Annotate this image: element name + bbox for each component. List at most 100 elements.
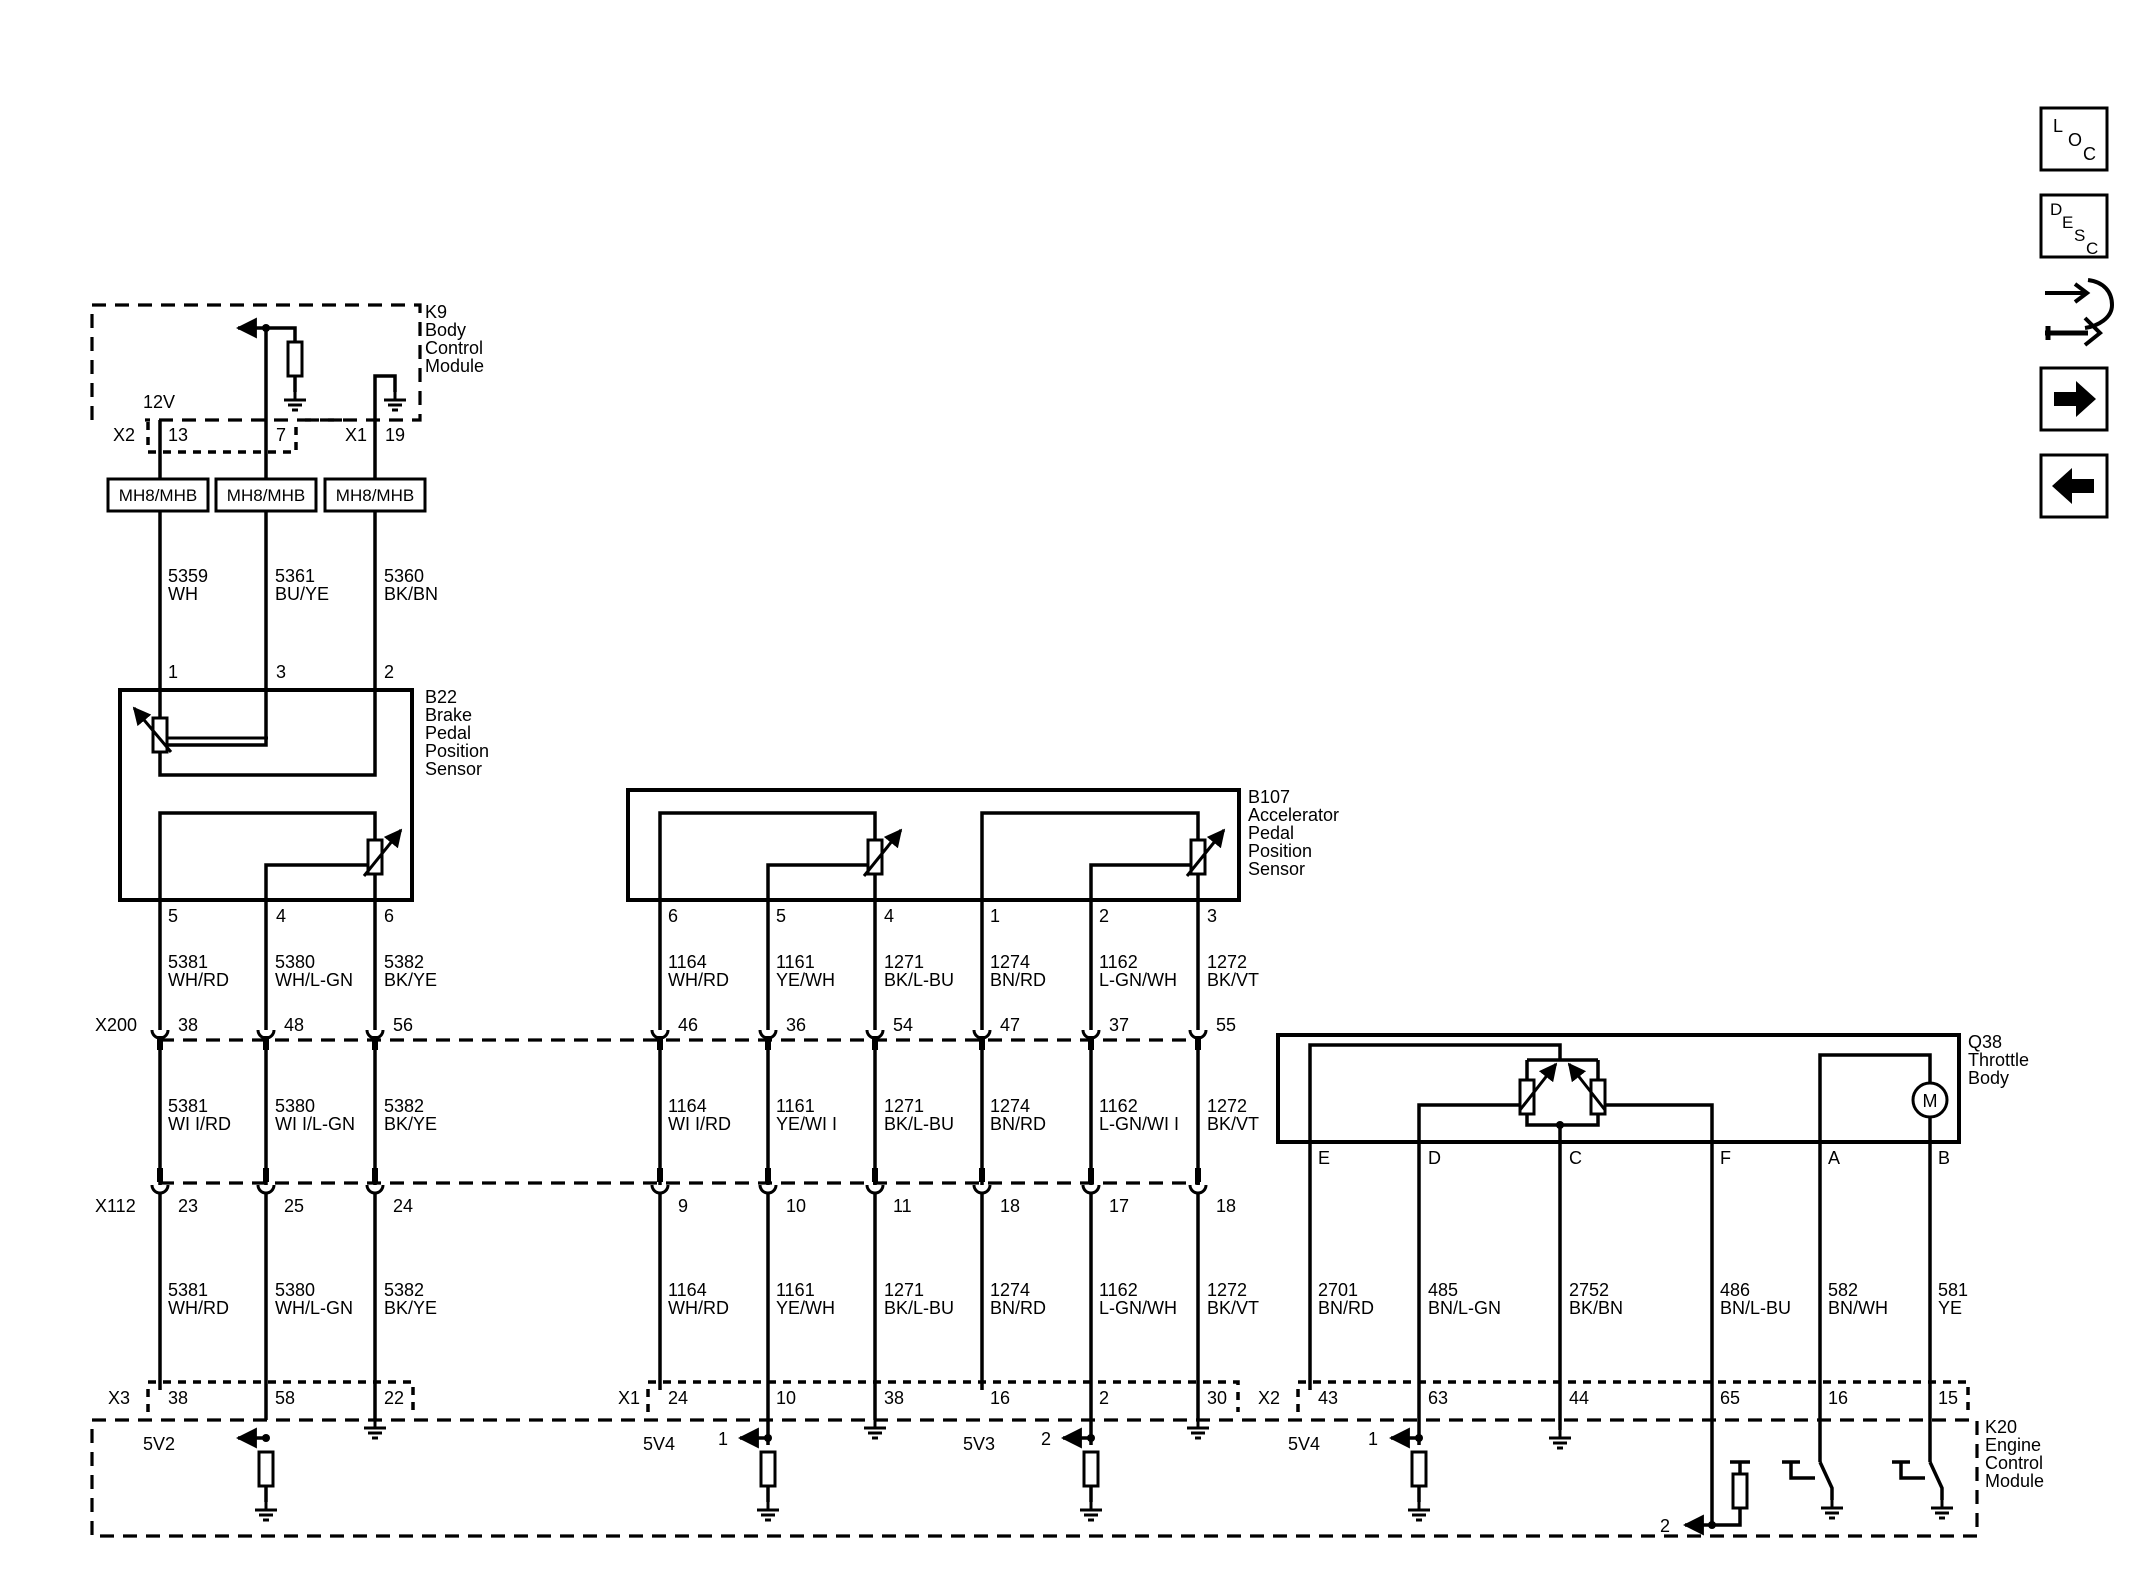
x200-name: X200 — [95, 1015, 137, 1035]
wire-circuit: 486 — [1720, 1280, 1750, 1300]
q38-pin-f: F — [1720, 1148, 1731, 1168]
k20-supply-5v3: 5V3 — [963, 1434, 995, 1454]
wire-color: BN/RD — [990, 1114, 1046, 1134]
wire-color: WI I/L-GN — [275, 1114, 355, 1134]
desc-letter-e: E — [2062, 213, 2073, 232]
fuse-row: MH8/MHB MH8/MHB MH8/MHB — [106, 477, 427, 513]
wire-color: L-GN/WI I — [1099, 1114, 1179, 1134]
b107-pin-4: 4 — [884, 906, 894, 926]
loc-letter-l: L — [2053, 116, 2063, 136]
repair-procedure-icon[interactable] — [2045, 278, 2115, 347]
wire-color: YE — [1938, 1298, 1962, 1318]
wire-circuit: 1271 — [884, 952, 924, 972]
x200-pin: 36 — [786, 1015, 806, 1035]
wire-circuit: 1161 — [776, 1280, 815, 1300]
wire-color: WH/RD — [168, 1298, 229, 1318]
wire-circuit: 1274 — [990, 1280, 1030, 1300]
wire-color: BK/YE — [384, 1298, 437, 1318]
b107-label-3: Position — [1248, 841, 1312, 861]
k9-module: K9 Body Control Module 12V X2 13 7 X1 19 — [90, 302, 484, 460]
fuse-label-2: MH8/MHB — [227, 486, 305, 505]
wire-labels-a: 5381 WH/RD 5380 WH/L-GN 5382 BK/YE 1164 … — [168, 952, 1259, 990]
wire-circuit: 1271 — [884, 1096, 924, 1116]
b107-pin-6: 6 — [668, 906, 678, 926]
wire-5360-color: BK/BN — [384, 584, 438, 604]
k9-pin-19: 19 — [385, 425, 405, 445]
wire-color: BN/RD — [1318, 1298, 1374, 1318]
q38-pin-a: A — [1828, 1148, 1840, 1168]
x200-pin: 38 — [178, 1015, 198, 1035]
b22-pin-2: 2 — [384, 662, 394, 682]
motor-symbol: M — [1923, 1091, 1938, 1111]
k9-label-2: Control — [425, 338, 483, 358]
x112-name: X112 — [95, 1196, 136, 1216]
desc-letter-c: C — [2086, 239, 2098, 258]
x112-pin: 9 — [678, 1196, 688, 1216]
wire-circuit: 1161 — [776, 1096, 815, 1116]
q38-k20-wires: 2701 BN/RD 485 BN/L-GN 2752 BK/BN 486 BN… — [1308, 1142, 1968, 1525]
wire-circuit: 1162 — [1099, 952, 1138, 972]
b22-label-4: Sensor — [425, 759, 482, 779]
location-button[interactable]: L O C — [2039, 106, 2109, 172]
wire-circuit: 5380 — [275, 1096, 315, 1116]
x112-pin: 24 — [393, 1196, 413, 1216]
k20-pin: 38 — [884, 1388, 904, 1408]
wire-circuit: 5381 — [168, 1280, 208, 1300]
wire-circuit: 5382 — [384, 1280, 424, 1300]
x112-pin: 25 — [284, 1196, 304, 1216]
k20-pin: 58 — [275, 1388, 295, 1408]
wire-color: BK/YE — [384, 970, 437, 990]
x112-pin: 11 — [893, 1196, 912, 1216]
wire-circuit: 5382 — [384, 952, 424, 972]
b22-name: B22 — [425, 687, 457, 707]
k20-name: K20 — [1985, 1417, 2017, 1437]
k9-voltage: 12V — [143, 392, 175, 412]
wire-color: BK/BN — [1569, 1298, 1623, 1318]
wire-5360-circuit: 5360 — [384, 566, 424, 586]
wire-color: YE/WH — [776, 1298, 835, 1318]
wire-circuit: 1164 — [668, 952, 707, 972]
b22-label-2: Pedal — [425, 723, 471, 743]
k20-pin: 44 — [1569, 1388, 1589, 1408]
wire-circuit: 1164 — [668, 1096, 707, 1116]
q38-label-2: Body — [1968, 1068, 2009, 1088]
loc-letter-o: O — [2068, 130, 2082, 150]
x200-pin: 46 — [678, 1015, 698, 1035]
b22-pin-5: 5 — [168, 906, 178, 926]
wire-circuit: 1272 — [1207, 1096, 1247, 1116]
k9-conn-x1: X1 — [345, 425, 367, 445]
k9-name: K9 — [425, 302, 447, 322]
b22-pin-6: 6 — [384, 906, 394, 926]
wire-circuit: 582 — [1828, 1280, 1858, 1300]
wire-circuit: 5381 — [168, 952, 208, 972]
wire-labels-b: 5381 WI I/RD 5380 WI I/L-GN 5382 BK/YE 1… — [168, 1096, 1259, 1134]
k9-pin-7: 7 — [276, 425, 286, 445]
b107-sensor: B107 Accelerator Pedal Position Sensor 6… — [626, 787, 1339, 926]
b107-label-2: Pedal — [1248, 823, 1294, 843]
k20-ref-1: 1 — [718, 1429, 728, 1449]
wire-circuit: 1274 — [990, 1096, 1030, 1116]
wire-color: BN/RD — [990, 970, 1046, 990]
x200-pin: 48 — [284, 1015, 304, 1035]
k20-supply-5v4-2: 5V4 — [1288, 1434, 1320, 1454]
b22-pin-3: 3 — [276, 662, 286, 682]
arrow-left-icon — [2052, 468, 2094, 504]
wire-circuit: 1272 — [1207, 952, 1247, 972]
q38-label-1: Throttle — [1968, 1050, 2029, 1070]
b22-pin-1: 1 — [168, 662, 178, 682]
wire-color: BN/WH — [1828, 1298, 1888, 1318]
q38-pin-d: D — [1428, 1148, 1441, 1168]
next-page-button[interactable] — [2039, 366, 2109, 432]
k20-label-2: Control — [1985, 1453, 2043, 1473]
k20-pin: 43 — [1318, 1388, 1338, 1408]
wire-color: BN/RD — [990, 1298, 1046, 1318]
q38-pin-e: E — [1318, 1148, 1330, 1168]
desc-letter-s: S — [2074, 226, 2085, 245]
description-button[interactable]: D E S C — [2039, 193, 2109, 259]
q38-name: Q38 — [1968, 1032, 2002, 1052]
wire-circuit: 485 — [1428, 1280, 1458, 1300]
b107-label-1: Accelerator — [1248, 805, 1339, 825]
x200-pin: 56 — [393, 1015, 413, 1035]
previous-page-button[interactable] — [2039, 453, 2109, 519]
